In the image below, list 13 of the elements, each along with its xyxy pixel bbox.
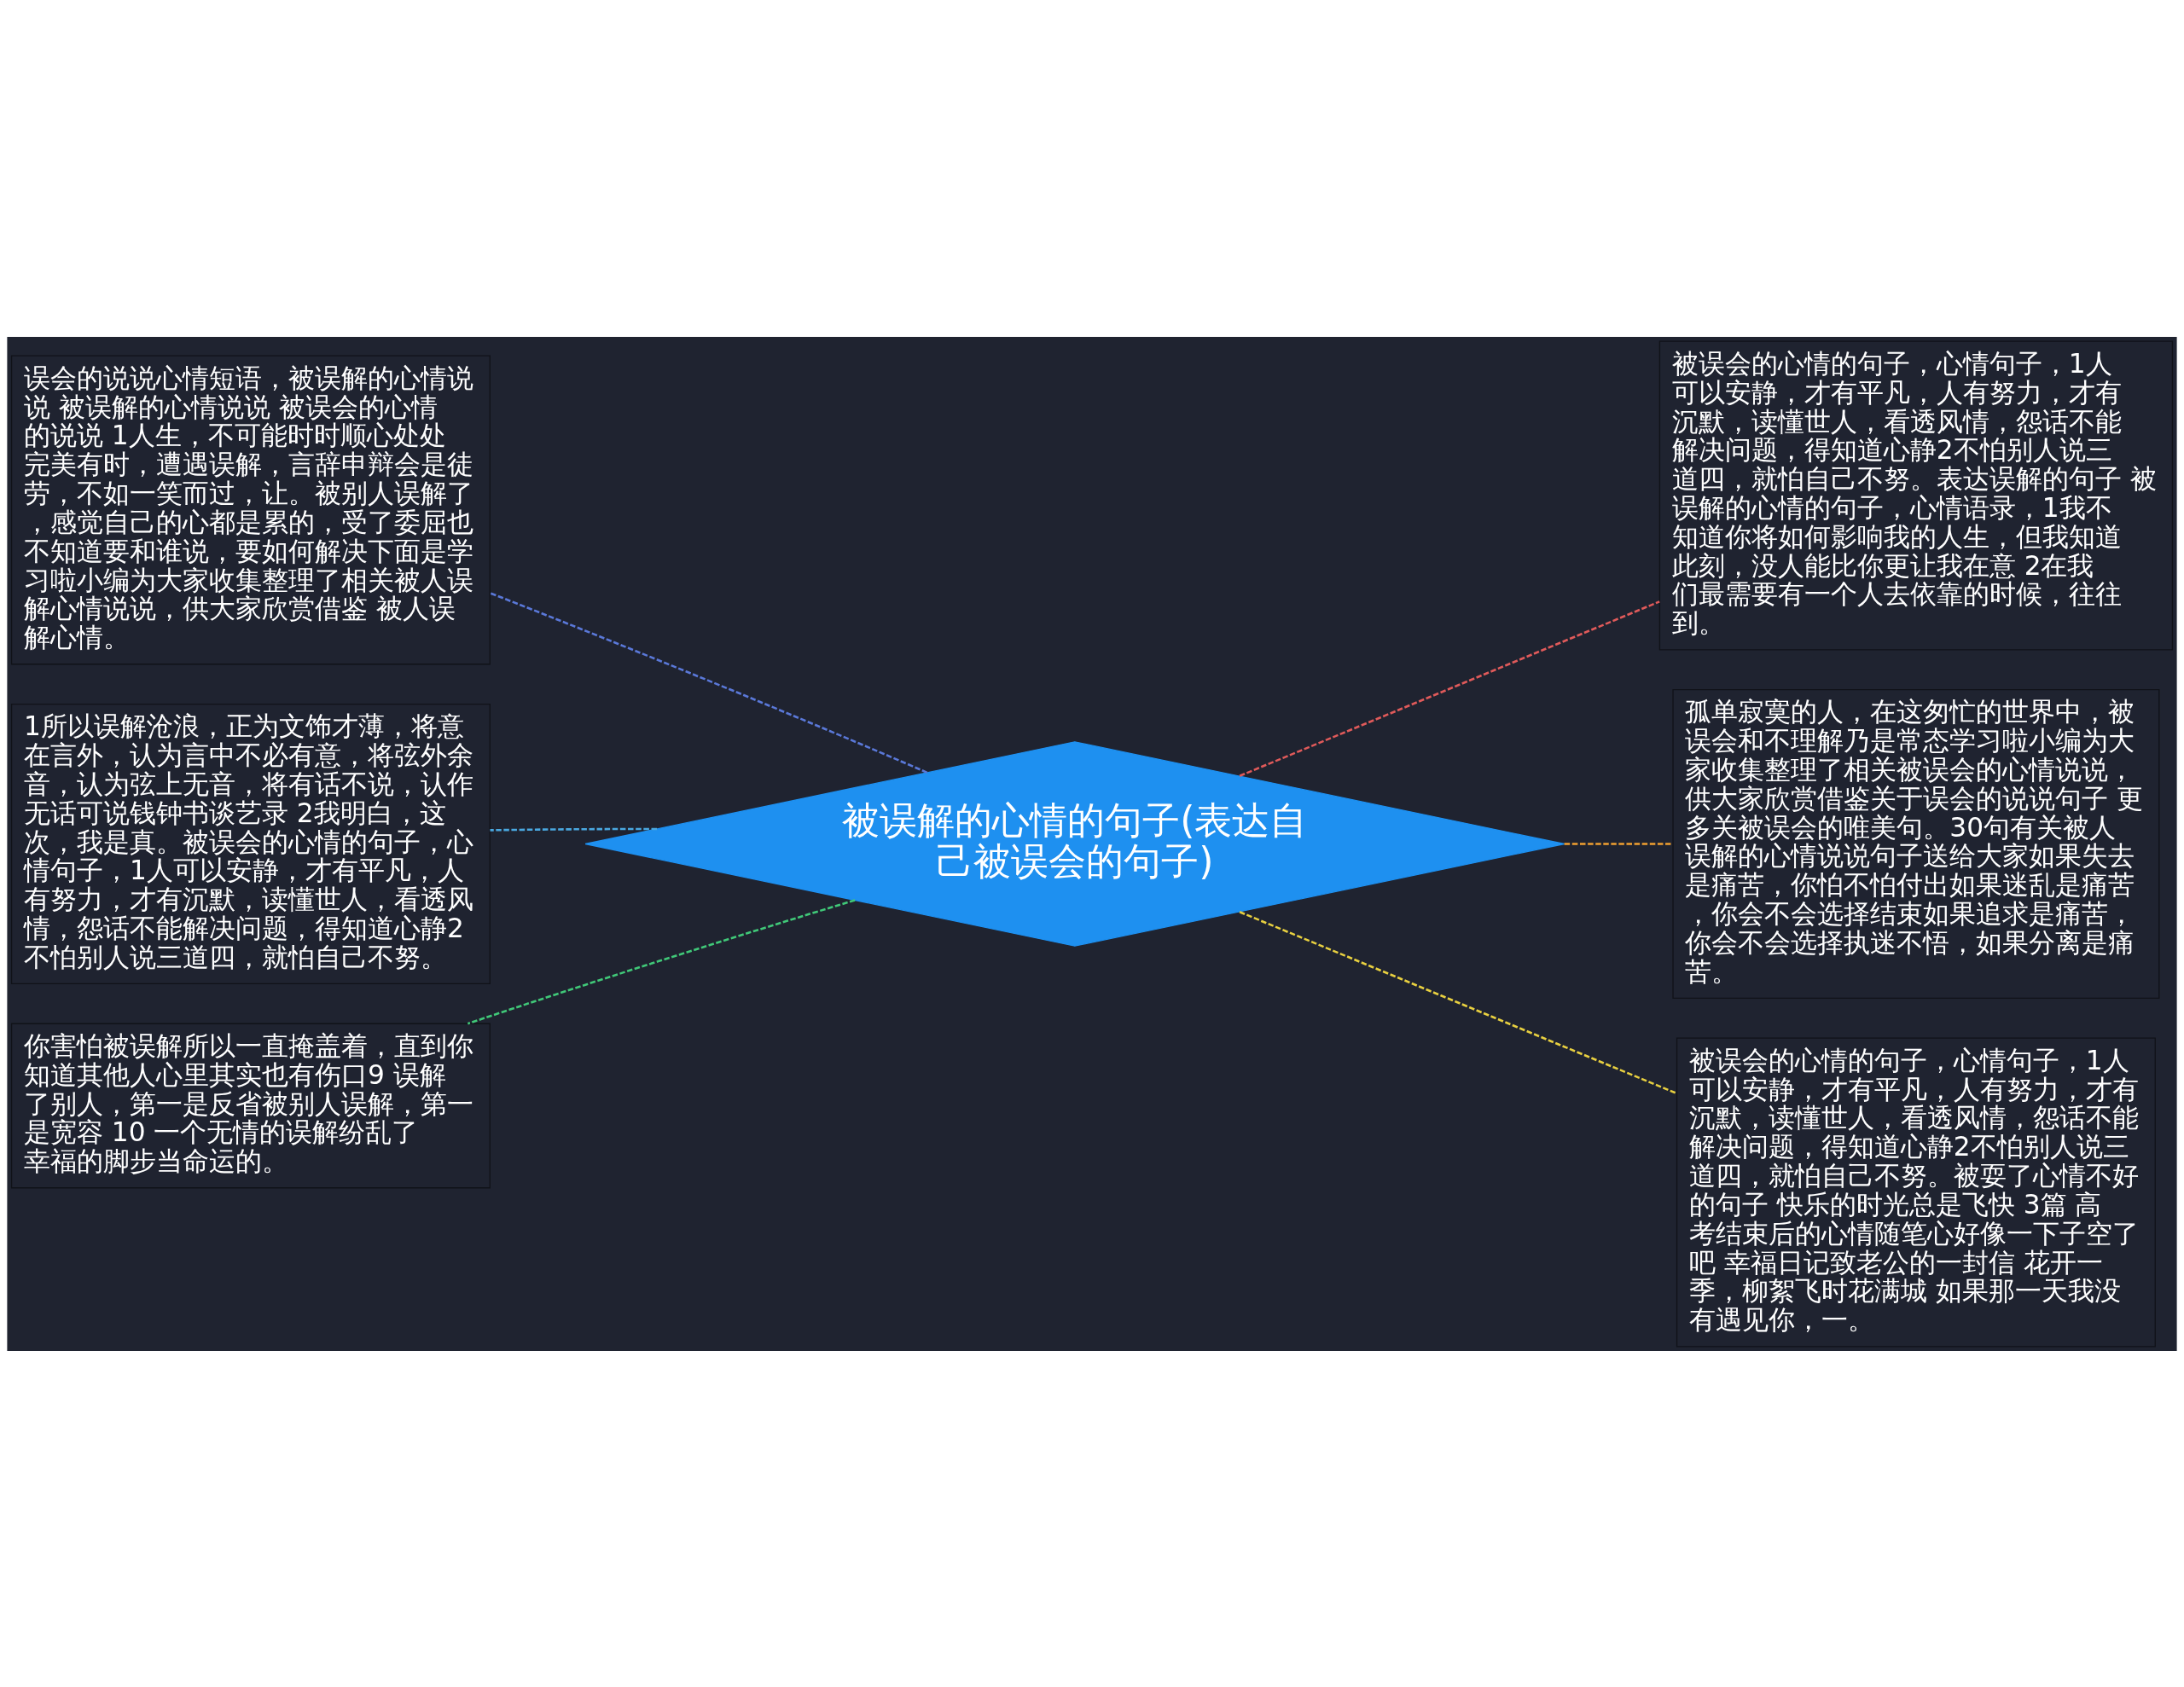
node-box: 1所以误解沧浪，正为文饰才薄，将意在言外，认为言中不必有意，将弦外余音，认为弦上无音，将有话不说，认作无话可说钱钟书谈艺录 2我明白，这次，我是真。被误会的心情的句子，心情句子，1人可以安静，才有平凡，人有努力，才有沉默，读懂世人，看透风情，怨话不能解决问题，得知道心静2不怕别人说三道四，就怕自己不努。	[10, 703, 491, 984]
connector	[490, 591, 928, 774]
node-box: 你害怕被误解所以一直掩盖着，直到你知道其他人心里其实也有伤口9 误解了别人，第一是反省被别人误解，第一是宽容 10 一个无情的误解纷乱了幸福的脚步当命运的。	[10, 1023, 491, 1188]
node-box: 被误会的心情的句子，心情句子，1人可以安静，才有平凡，人有努力，才有沉默，读懂世人，看透风情，怨话不能解决问题，得知道心静2不怕别人说三道四，就怕自己不努。表达误解的句子 被误解的心情的句子，心情语录，1我不知道你将如何影响我的人生，但我知道此刻，没人能比你更让我在意 2在我们最需要有一个人去依靠的时候，往往到。	[1658, 340, 2174, 650]
connector	[1239, 910, 1677, 1094]
node-box: 孤单寂寞的人，在这匆忙的世界中，被误会和不理解乃是常态学习啦小编为大家收集整理了相关被误会的心情说说，供大家欣赏借鉴关于误会的说说句子 更多关被误会的唯美句。30句有关被人误解的心情说说句子送给大家如果失去是痛苦，你怕不怕付出如果迷乱是痛苦，你会不会选择结束如果追求是痛苦，你会不会选择执迷不悟，如果分离是痛苦。	[1672, 688, 2160, 999]
connector	[1564, 842, 1673, 845]
node-diamond: 被误解的心情的句子(表达自己被误会的句子)	[584, 740, 1565, 947]
connector	[490, 827, 658, 832]
node-box: 误会的说说心情短语，被误解的心情说说 被误解的心情说说 被误会的心情的说说 1人生，不可能时时顺心处处完美有时，遭遇误解，言辞申辩会是徒劳，不如一笑而过，让。被别人误解了，感觉自己的心都是累的，受了委屈也不知道要和谁说，要如何解决下面是学习啦小编为大家收集整理了相关被人误解心情说说，供大家欣赏借鉴 被人误解心情。	[10, 354, 491, 664]
connector	[1239, 600, 1660, 777]
node-box: 被误会的心情的句子，心情句子，1人可以安静，才有平凡，人有努力，才有沉默，读懂世人，看透风情，怨话不能解决问题，得知道心静2不怕别人说三道四，就怕自己不努。被耍了心情不好的句子 快乐的时光总是飞快 3篇 高考结束后的心情随笔心好像一下子空了吧 幸福日记致老公的一封信 花开一季，柳絮飞时花满城 如果那一天我没有遇见你，一。	[1676, 1037, 2156, 1347]
connector	[467, 898, 856, 1024]
